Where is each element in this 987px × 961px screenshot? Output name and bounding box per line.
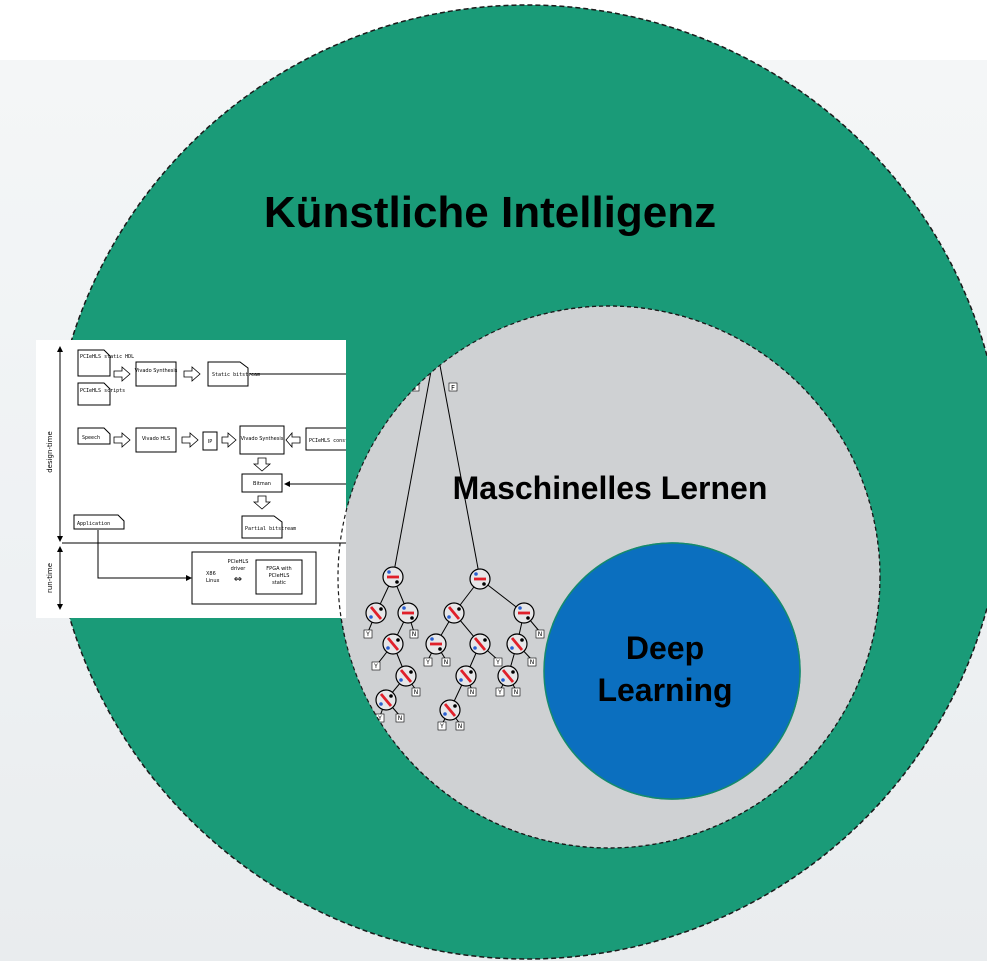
application-label: Application — [77, 521, 110, 527]
tree-node — [381, 632, 405, 656]
leaf-no: N — [414, 689, 419, 696]
partial-bitstream-label: Partial bitstream — [245, 526, 296, 532]
edge-false-label: F — [451, 384, 455, 392]
leaf-yes: Y — [377, 715, 382, 722]
tree-node — [396, 601, 420, 625]
driver-label-2: driver — [231, 566, 247, 572]
leaf-no: N — [470, 689, 475, 696]
leaf-no: N — [458, 723, 463, 730]
bitman-label: Bitman — [253, 481, 271, 487]
edge-true-label: T — [412, 384, 418, 392]
leaf-yes: Y — [439, 723, 444, 730]
host-label-2: Linux — [206, 578, 220, 584]
leaf-no: N — [398, 715, 403, 722]
dl-label-line1: Deep — [625, 630, 705, 666]
synthesis-top-label: Vivado Synthesis — [135, 368, 178, 374]
host-label-1: X86 — [206, 571, 216, 577]
fpga-label-3: static — [272, 580, 286, 586]
ml-label: Maschinelles Lernen — [452, 470, 768, 506]
tree-node — [394, 664, 418, 688]
tree-node — [468, 567, 492, 591]
tree-node — [381, 565, 405, 589]
ip-label: IP — [208, 439, 213, 445]
toolflow-diagram: design-time run-time PCIeHLS static HDL … — [36, 340, 366, 618]
fpga-label-1: FPGA with — [266, 566, 291, 572]
dl-label-line2: Learning — [597, 671, 733, 708]
svg-text:⇔: ⇔ — [234, 574, 242, 585]
leaf-no: N — [412, 631, 417, 638]
tree-node — [374, 688, 398, 712]
tree-node — [505, 632, 529, 656]
tree-node — [454, 664, 478, 688]
leaf-no: N — [444, 659, 449, 666]
leaf-yes: Y — [425, 659, 430, 666]
tree-node — [496, 664, 520, 688]
tree-node — [468, 632, 492, 656]
leaf-yes: Y — [373, 663, 378, 670]
leaf-yes: Y — [497, 689, 502, 696]
dl-label: Deep Learning — [560, 628, 770, 711]
leaf-yes: Y — [365, 631, 370, 638]
run-time-label: run-time — [46, 563, 54, 593]
leaf-no: N — [514, 689, 519, 696]
leaf-no: N — [530, 659, 535, 666]
input-scripts-label: PCIeHLS scripts — [80, 388, 125, 394]
vivado-hls-label: Vivado HLS — [142, 436, 170, 442]
static-bitstream-label: Static bitstream — [212, 372, 260, 378]
design-time-label: design-time — [46, 431, 54, 473]
leaf-no: N — [538, 631, 543, 638]
input-hdl-label: PCIeHLS static HDL — [80, 354, 134, 360]
speech-label: Speech — [82, 435, 100, 441]
driver-label-1: PCIeHLS — [228, 559, 249, 565]
tree-node — [512, 601, 536, 625]
synthesis-mid-label: Vivado Synthesis — [241, 436, 284, 442]
tree-node — [442, 601, 466, 625]
tree-node — [424, 332, 448, 356]
ai-label: Künstliche Intelligenz — [263, 188, 717, 237]
leaf-yes: Y — [495, 659, 500, 666]
tree-node — [424, 632, 448, 656]
fpga-label-2: PCIeHLS — [269, 573, 290, 579]
tree-node — [364, 601, 388, 625]
tree-node — [438, 698, 462, 722]
